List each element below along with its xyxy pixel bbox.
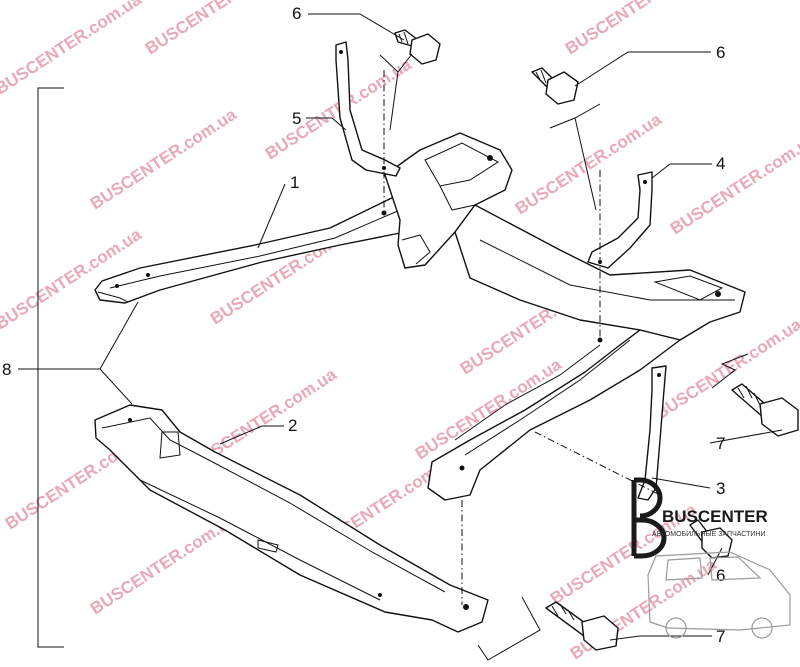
logo-b-mark bbox=[631, 477, 667, 559]
callout-8: 8 bbox=[2, 360, 11, 379]
bolt-6-right bbox=[531, 67, 579, 105]
stay-bracket-part-4 bbox=[587, 171, 653, 269]
reinforcement-plate-part-2 bbox=[94, 404, 489, 633]
van-wheel-icon bbox=[665, 617, 687, 639]
watermark: BUSCENTER.com.ua bbox=[0, 0, 145, 98]
callout-3: 3 bbox=[716, 479, 725, 498]
callout-6-lower: 6 bbox=[716, 566, 725, 585]
bolt-7-bottom bbox=[545, 601, 619, 651]
brand-name: BUSCENTER bbox=[662, 507, 768, 526]
mount-hole bbox=[128, 418, 132, 422]
mount-hole bbox=[378, 593, 382, 597]
mount-hole bbox=[381, 210, 387, 216]
watermark: BUSCENTER.com.ua bbox=[562, 0, 715, 58]
mount-hole bbox=[339, 50, 343, 54]
callout-7-right: 7 bbox=[716, 434, 725, 453]
callout-labels: 6 5 1 8 2 6 4 7 3 6 7 bbox=[2, 4, 725, 646]
mount-hole bbox=[487, 155, 493, 161]
watermark: BUSCENTER.com.ua bbox=[667, 130, 800, 239]
watermark: BUSCENTER.com.ua bbox=[142, 0, 295, 58]
bolt-7-right bbox=[731, 383, 799, 437]
bolt-6-top bbox=[394, 29, 441, 65]
brand-logo: BUSCENTER АВТОМОБИЛЬНЫЕ ЗАПЧАСТИНИ bbox=[631, 477, 791, 639]
callout-6-right: 6 bbox=[716, 43, 725, 62]
mount-hole bbox=[657, 373, 661, 377]
mount-hole bbox=[115, 284, 119, 288]
van-wheel-icon bbox=[751, 617, 773, 639]
bracket-8 bbox=[18, 87, 139, 648]
mount-hole bbox=[146, 273, 150, 277]
van-icon bbox=[647, 551, 791, 631]
mount-hole bbox=[459, 465, 465, 471]
callout-leaders bbox=[219, 13, 783, 641]
assembly-lines bbox=[379, 53, 749, 661]
mount-hole bbox=[463, 604, 469, 610]
mount-hole bbox=[643, 180, 647, 184]
callout-2: 2 bbox=[288, 416, 297, 435]
callout-1: 1 bbox=[290, 173, 299, 192]
stay-bracket-part-3 bbox=[637, 365, 667, 501]
watermark: BUSCENTER.com.ua bbox=[87, 105, 240, 214]
mount-hole bbox=[715, 291, 721, 297]
brand-subtitle: АВТОМОБИЛЬНЫЕ ЗАПЧАСТИНИ bbox=[652, 531, 765, 538]
callout-7-bottom: 7 bbox=[716, 627, 725, 646]
callout-6-top: 6 bbox=[292, 4, 301, 23]
callout-5: 5 bbox=[292, 109, 301, 128]
callout-4: 4 bbox=[716, 154, 725, 173]
stay-bracket-part-5 bbox=[335, 41, 401, 177]
bolt-6-lower bbox=[689, 519, 733, 559]
